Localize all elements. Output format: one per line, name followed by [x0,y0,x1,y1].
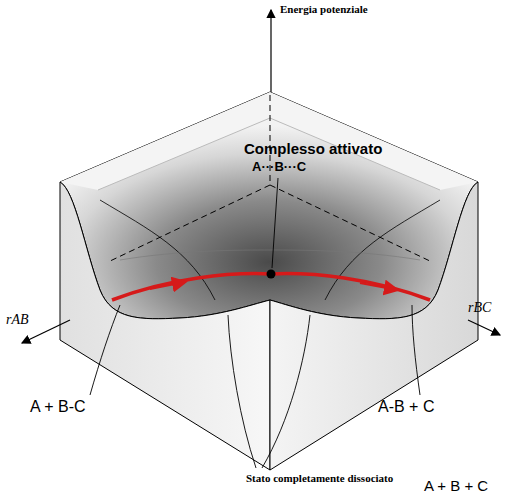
activated-complex-formula: A···B···C [252,159,306,174]
dissociated-formula: A + B + C [424,477,488,494]
axis-label: rBC [468,300,491,316]
reactants-label: A + B-C [30,398,86,416]
activated-complex-label: Complesso attivato [244,140,382,157]
products-label: A-B + C [378,398,434,416]
axis-label: rAB [6,312,29,328]
axis-label: Energia potenziale [280,3,368,15]
dissociated-state-label: Stato completamente dissociato [246,472,393,484]
